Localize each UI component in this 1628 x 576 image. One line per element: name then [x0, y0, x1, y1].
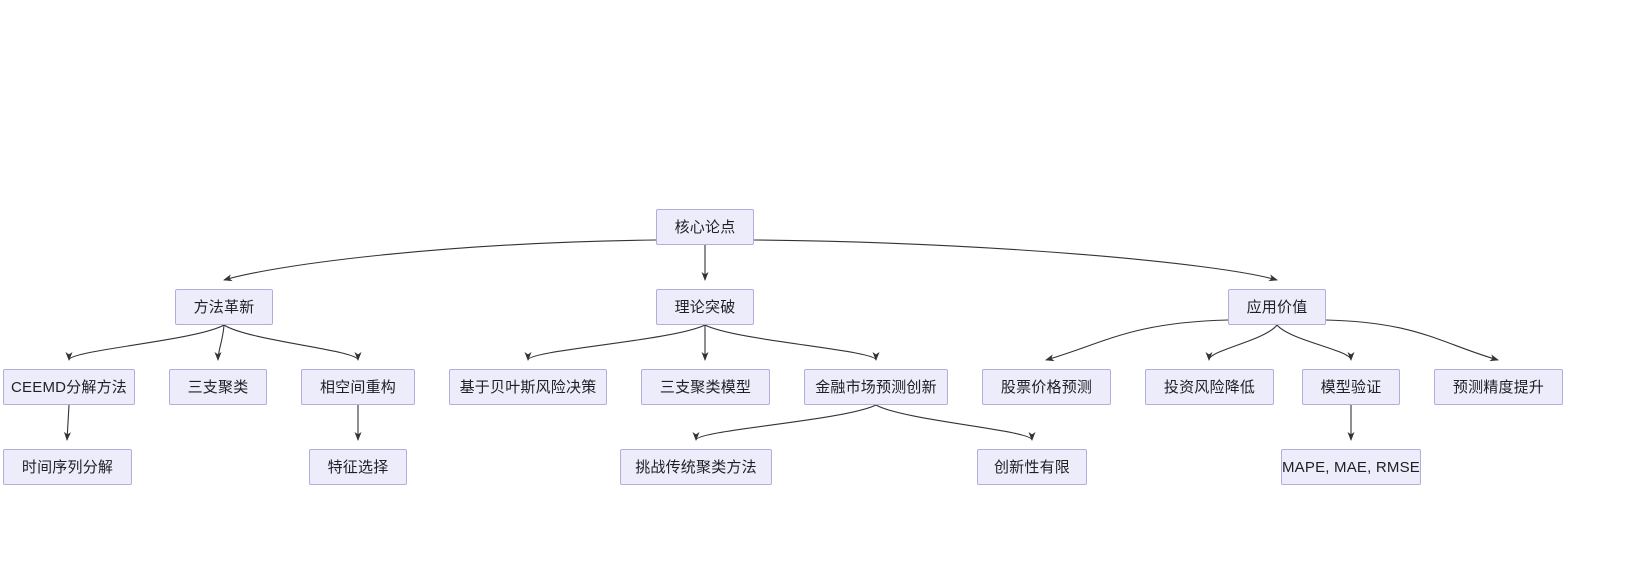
node-n-ceemd[interactable]: CEEMD分解方法 — [3, 369, 135, 405]
node-label: 方法革新 — [193, 298, 255, 316]
node-label: 相空间重构 — [319, 378, 396, 396]
node-n-finance[interactable]: 金融市场预测创新 — [804, 369, 948, 405]
node-root[interactable]: 核心论点 — [656, 209, 754, 245]
edge-n-apply-to-n-risk — [1205, 324, 1278, 361]
node-n-metrics[interactable]: MAPE, MAE, RMSE — [1281, 449, 1421, 485]
node-n-limited[interactable]: 创新性有限 — [977, 449, 1087, 485]
node-label: MAPE, MAE, RMSE — [1281, 458, 1421, 476]
node-label: 核心论点 — [674, 218, 736, 236]
node-n-challenge[interactable]: 挑战传统聚类方法 — [620, 449, 772, 485]
node-n-tcmodel[interactable]: 三支聚类模型 — [641, 369, 770, 405]
node-label: 三支聚类模型 — [659, 378, 752, 396]
node-n-method[interactable]: 方法革新 — [175, 289, 273, 325]
edge-n-apply-to-n-accuracy — [1325, 319, 1499, 362]
node-label: 金融市场预测创新 — [815, 378, 937, 396]
node-label: 模型验证 — [1320, 378, 1382, 396]
node-label: 三支聚类 — [187, 378, 249, 396]
node-label: CEEMD分解方法 — [11, 378, 127, 396]
node-label: 基于贝叶斯风险决策 — [459, 378, 597, 396]
node-n-accuracy[interactable]: 预测精度提升 — [1434, 369, 1563, 405]
edge-n-finance-to-n-challenge — [692, 404, 877, 441]
edge-n-ceemd-to-n-tsd — [63, 404, 71, 441]
edge-n-method-to-n-three — [214, 324, 225, 361]
node-n-tsd[interactable]: 时间序列分解 — [3, 449, 132, 485]
edge-n-method-to-n-ceemd — [65, 324, 225, 361]
node-n-phase[interactable]: 相空间重构 — [301, 369, 415, 405]
edge-root-to-n-method — [223, 239, 657, 282]
node-label: 特征选择 — [327, 458, 389, 476]
edge-n-theory-to-n-bayes — [524, 324, 706, 361]
edge-root-to-n-apply — [753, 239, 1278, 282]
node-label: 创新性有限 — [993, 458, 1070, 476]
edge-n-apply-to-n-stock — [1045, 319, 1229, 362]
node-n-three[interactable]: 三支聚类 — [169, 369, 267, 405]
edge-n-apply-to-n-verify — [1276, 324, 1355, 361]
edge-n-finance-to-n-limited — [875, 404, 1036, 441]
node-label: 理论突破 — [674, 298, 736, 316]
node-n-verify[interactable]: 模型验证 — [1302, 369, 1400, 405]
edge-n-theory-to-n-finance — [704, 324, 880, 361]
node-n-feature[interactable]: 特征选择 — [309, 449, 407, 485]
node-label: 预测精度提升 — [1452, 378, 1545, 396]
node-label: 时间序列分解 — [21, 458, 114, 476]
node-n-apply[interactable]: 应用价值 — [1228, 289, 1326, 325]
node-n-theory[interactable]: 理论突破 — [656, 289, 754, 325]
node-n-risk[interactable]: 投资风险降低 — [1145, 369, 1274, 405]
node-label: 投资风险降低 — [1163, 378, 1256, 396]
edge-paths — [63, 239, 1499, 441]
node-n-stock[interactable]: 股票价格预测 — [982, 369, 1111, 405]
edge-n-method-to-n-phase — [223, 324, 362, 361]
node-label: 股票价格预测 — [1000, 378, 1093, 396]
node-label: 应用价值 — [1246, 298, 1308, 316]
node-n-bayes[interactable]: 基于贝叶斯风险决策 — [449, 369, 607, 405]
node-label: 挑战传统聚类方法 — [635, 458, 757, 476]
